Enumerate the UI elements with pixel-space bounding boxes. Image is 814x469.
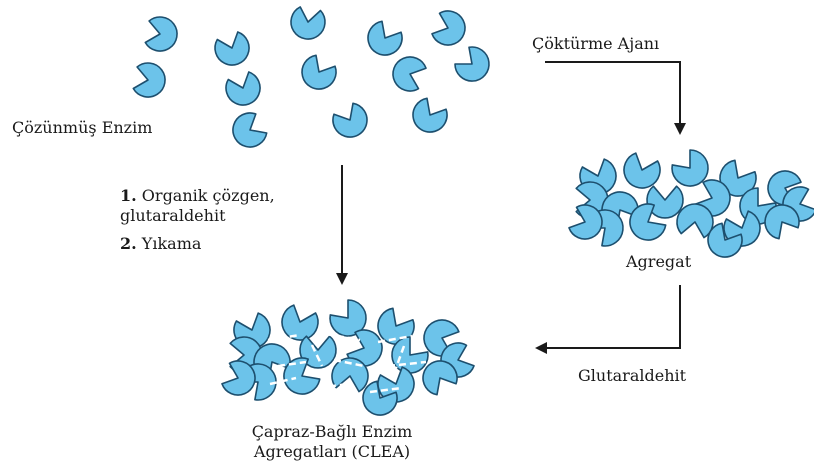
dissolved-enzyme-icon xyxy=(455,47,489,81)
dissolved-enzyme-icon xyxy=(302,55,336,89)
dissolved-enzyme-icon xyxy=(432,11,465,45)
aggregate-enzyme-icon xyxy=(647,186,683,218)
dissolved-enzyme-icon xyxy=(215,32,249,65)
step-2-text: Yıkama xyxy=(142,234,202,253)
crosslink-line xyxy=(318,384,348,388)
aggregate-enzyme-icon xyxy=(765,205,799,239)
aggregate-label: Agregat xyxy=(626,252,691,272)
aggregate-enzyme-icon xyxy=(672,150,708,186)
dissolved-enzyme-icon xyxy=(226,72,260,105)
clea-cluster xyxy=(222,300,474,415)
clea-enzyme-icon xyxy=(282,305,318,340)
step-2-label: 2. Yıkama xyxy=(120,234,201,254)
step-1-number: 1. xyxy=(120,186,137,205)
step-1-line2: glutaraldehit xyxy=(120,206,226,226)
step-1-text: Organik çözgen, xyxy=(142,186,275,205)
clea-label-line1: Çapraz-Bağlı Enzim xyxy=(232,422,432,442)
dissolved-enzyme-icon xyxy=(393,57,426,91)
clea-label-line2: Agregatları (CLEA) xyxy=(232,442,432,462)
dissolved-enzymes-group xyxy=(133,7,489,147)
dissolved-enzyme-icon xyxy=(133,63,165,97)
dissolved-enzyme-label: Çözünmüş Enzim xyxy=(12,118,152,138)
dissolved-enzyme-icon xyxy=(291,7,325,39)
glutaraldehyde-label: Glutaraldehit xyxy=(578,366,686,386)
dissolved-enzyme-icon xyxy=(413,98,447,132)
aggregate-enzyme-icon xyxy=(569,205,602,239)
dissolved-enzyme-icon xyxy=(368,21,402,55)
dissolved-enzyme-icon xyxy=(333,103,367,137)
precipitant-label: Çöktürme Ajanı xyxy=(532,34,659,54)
clea-enzyme-icon xyxy=(222,361,255,395)
aggregate-enzyme-icon xyxy=(677,204,713,238)
step-2-number: 2. xyxy=(120,234,137,253)
aggregate-enzyme-icon xyxy=(624,153,660,188)
dissolved-enzyme-icon xyxy=(145,17,177,51)
arrow-glutaraldehyde xyxy=(538,285,680,348)
clea-enzyme-icon xyxy=(423,361,457,395)
step-1-label: 1. Organik çözgen, xyxy=(120,186,275,206)
dissolved-enzyme-icon xyxy=(233,113,267,147)
aggregate-cluster xyxy=(569,150,814,257)
arrow-precipitant xyxy=(545,62,680,132)
